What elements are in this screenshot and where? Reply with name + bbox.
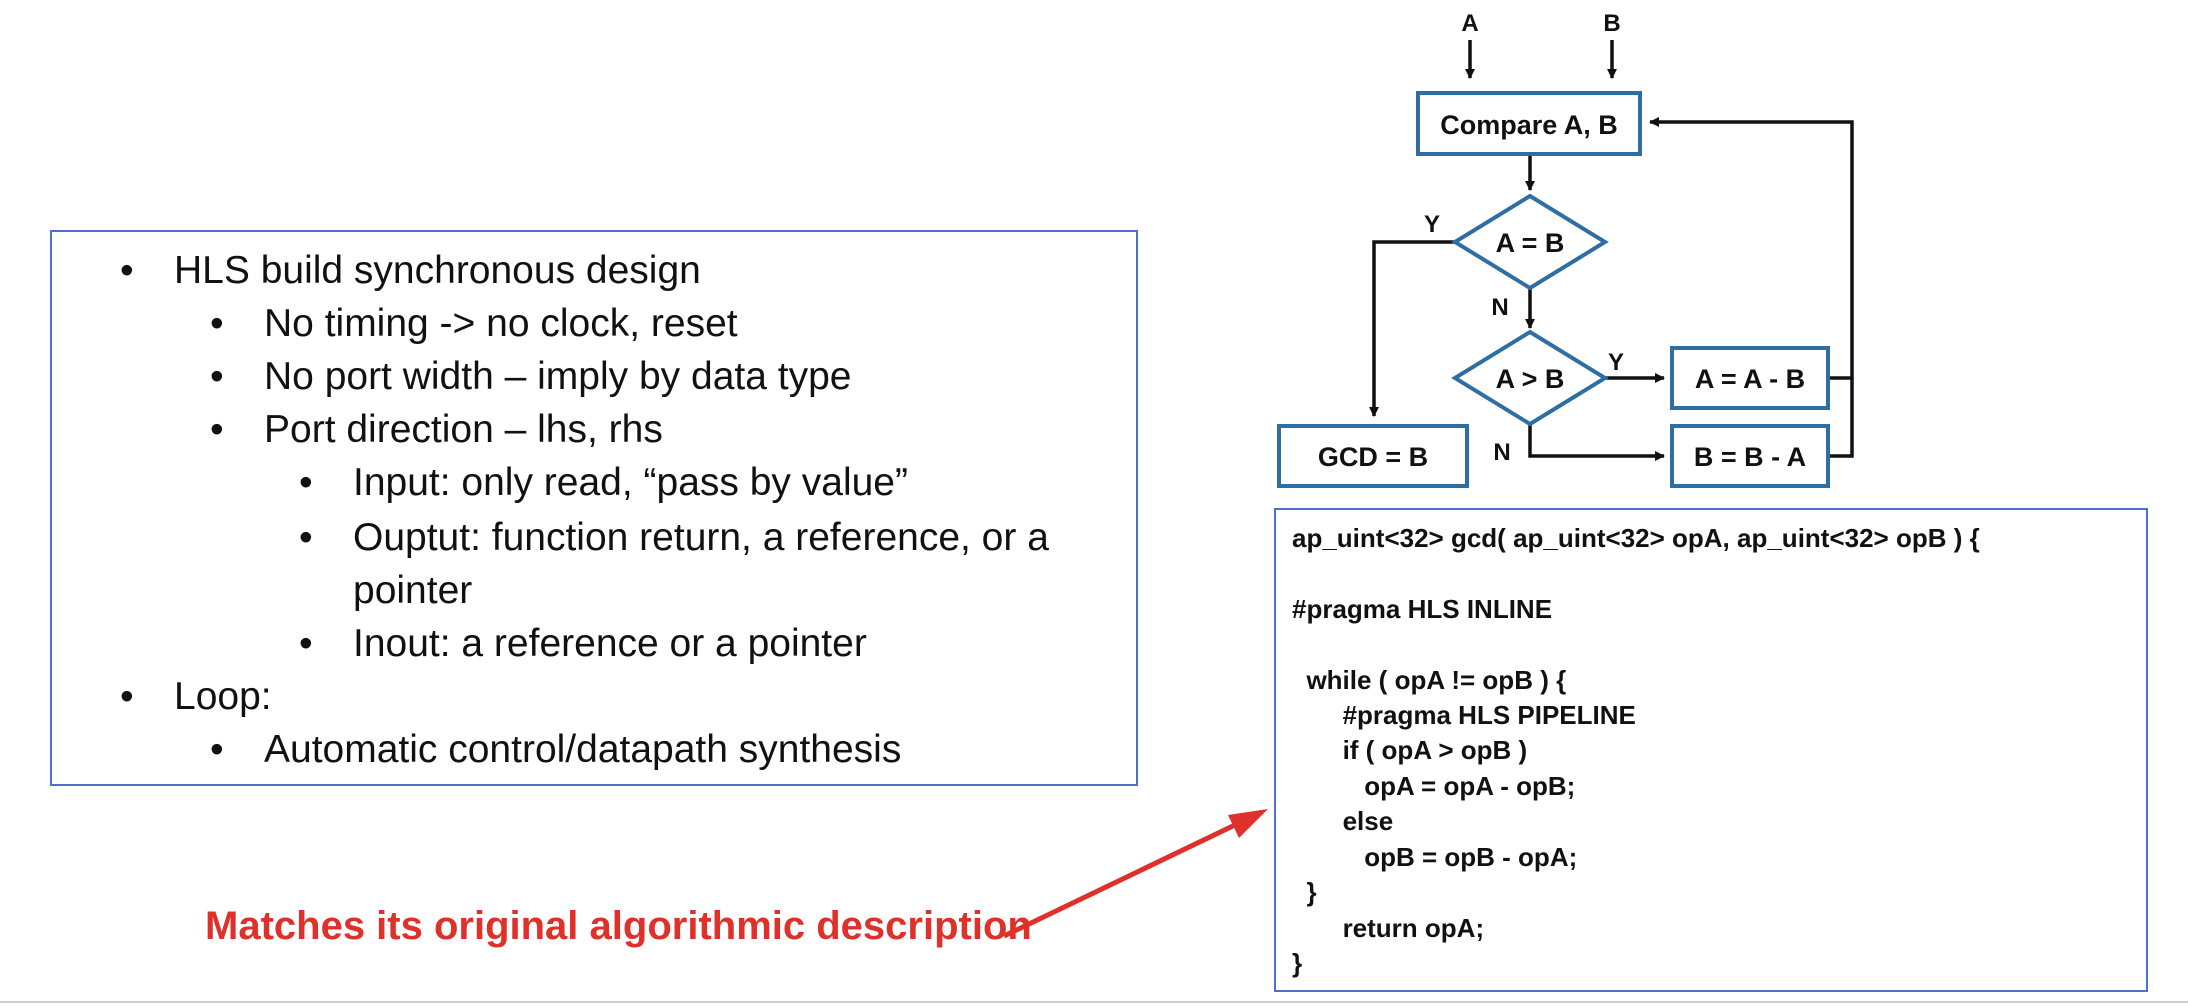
svg-text:Compare A, B: Compare A, B <box>1440 110 1618 140</box>
code-line: } <box>1292 948 1303 978</box>
bullet-dot-icon: • <box>299 461 313 504</box>
branch-label-yes: Y <box>1424 211 1440 238</box>
code-line: #pragma HLS INLINE <box>1292 594 1553 624</box>
branch-label-no: N <box>1493 439 1510 466</box>
svg-text:A > B: A > B <box>1496 364 1565 394</box>
arrow-loop-from-op-a <box>1649 117 1854 380</box>
svg-text:A = A - B: A = A - B <box>1695 364 1805 394</box>
svg-text:A = B: A = B <box>1496 228 1565 258</box>
arrow-eq-yes <box>1369 240 1455 417</box>
bullet-item: •HLS build synchronous design <box>120 247 701 295</box>
operation-a-node: A = A - B <box>1670 346 1830 410</box>
bullet-dot-icon: • <box>299 516 313 559</box>
svg-text:B = B - A: B = B - A <box>1694 442 1806 472</box>
bullet-list-box: •HLS build synchronous design •No timing… <box>50 230 1138 786</box>
compare-node: Compare A, B <box>1416 91 1642 156</box>
caption: Matches its original algorithmic descrip… <box>205 904 1032 948</box>
decision-greater-node: A > B <box>1451 329 1609 427</box>
bottom-divider <box>0 1001 2188 1003</box>
bullet-item: •Ouptut: function return, a reference, o… <box>299 514 1049 562</box>
bullet-item: •No port width – imply by data type <box>210 353 851 401</box>
bullet-item: •No timing -> no clock, reset <box>210 300 738 348</box>
bullet-dot-icon: • <box>299 622 313 665</box>
annotation-arrowhead-icon <box>1228 809 1268 838</box>
code-line: opB = opB - opA; <box>1292 842 1578 872</box>
bullet-item: •Automatic control/datapath synthesis <box>210 726 901 774</box>
bullet-item: •Inout: a reference or a pointer <box>299 620 867 668</box>
line-loop-from-op-b <box>1828 378 1854 458</box>
code-box: ap_uint<32> gcd( ap_uint<32> opA, ap_uin… <box>1274 508 2148 992</box>
bullet-dot-icon: • <box>210 728 224 771</box>
bullet-dot-icon: • <box>210 302 224 345</box>
bullet-item: •Port direction – lhs, rhs <box>210 406 663 454</box>
result-node: GCD = B <box>1277 424 1469 488</box>
bullet-dot-icon: • <box>210 408 224 451</box>
bullet-item: •Loop: <box>120 673 272 721</box>
bullet-item-continuation: pointer <box>353 569 473 612</box>
code-line: while ( opA != opB ) { <box>1292 665 1567 695</box>
input-label-b: B <box>1603 10 1620 37</box>
arrow-gt-no <box>1528 424 1665 461</box>
bullet-dot-icon: • <box>120 249 134 292</box>
branch-label-yes: Y <box>1608 349 1624 376</box>
code-line: if ( opA > opB ) <box>1292 735 1528 765</box>
code-line: #pragma HLS PIPELINE <box>1292 700 1636 730</box>
svg-text:GCD = B: GCD = B <box>1318 442 1428 472</box>
code-line: return opA; <box>1292 913 1485 943</box>
code-line: else <box>1292 806 1394 836</box>
code-line: } <box>1292 877 1317 907</box>
input-label-a: A <box>1461 10 1478 37</box>
bullet-dot-icon: • <box>120 675 134 718</box>
bullet-dot-icon: • <box>210 355 224 398</box>
branch-label-no: N <box>1491 294 1508 321</box>
decision-equal-node: A = B <box>1451 193 1609 291</box>
code-line: opA = opA - opB; <box>1292 771 1576 801</box>
operation-b-node: B = B - A <box>1670 424 1830 488</box>
code-line: ap_uint<32> gcd( ap_uint<32> opA, ap_uin… <box>1292 523 1980 553</box>
bullet-item: •Input: only read, “pass by value” <box>299 459 908 507</box>
annotation-arrow <box>1002 809 1264 939</box>
